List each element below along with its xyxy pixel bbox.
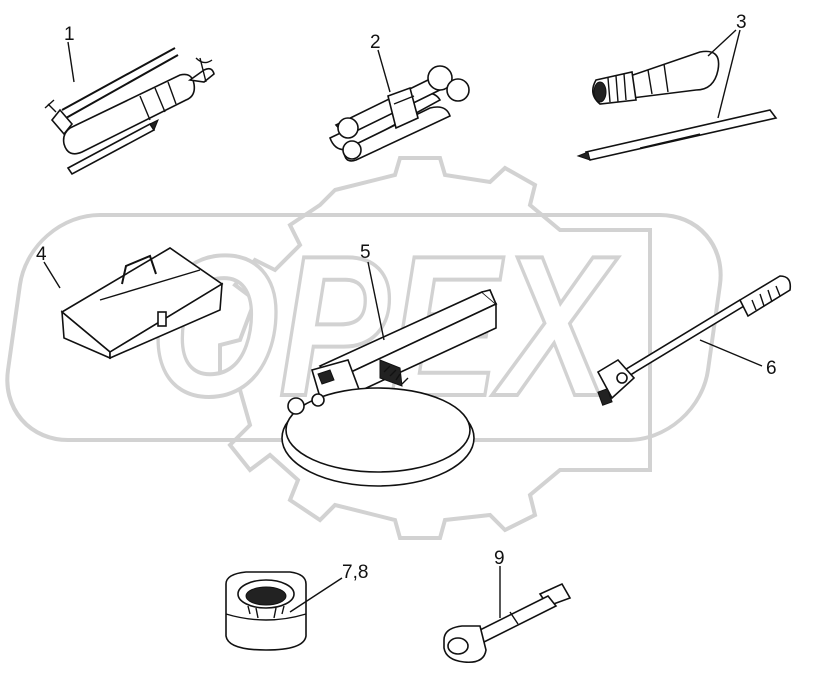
part-3-callout: 3 bbox=[736, 12, 747, 33]
part-78-callout: 7,8 bbox=[342, 562, 368, 583]
part-5-callout: 5 bbox=[360, 242, 371, 263]
part-3-screwdriver[interactable]: 3 bbox=[576, 12, 778, 161]
part-6-gauge-rod[interactable]: 6 bbox=[596, 275, 792, 406]
part-4-callout: 4 bbox=[36, 244, 47, 265]
watermark-gear bbox=[218, 156, 652, 540]
part-3-leader-b bbox=[717, 29, 741, 119]
part-4-toolbox[interactable]: 4 bbox=[36, 244, 224, 360]
part-78-spline-socket[interactable]: 7,8 bbox=[225, 562, 368, 651]
part-2-wrench-set[interactable]: 2 bbox=[328, 32, 470, 162]
part-6-callout: 6 bbox=[766, 358, 777, 379]
part-2-callout: 2 bbox=[370, 32, 381, 53]
part-3-leader-a bbox=[707, 29, 737, 57]
part-6-leader bbox=[699, 339, 763, 367]
part-9-callout: 9 bbox=[494, 548, 505, 569]
part-9-extension-bar[interactable]: 9 bbox=[443, 548, 572, 664]
part-1-callout: 1 bbox=[64, 24, 75, 45]
part-78-leader bbox=[289, 577, 343, 613]
part-1-leader bbox=[67, 41, 75, 83]
part-4-leader bbox=[43, 261, 61, 289]
part-2-leader bbox=[377, 49, 391, 93]
part-1-grease-gun[interactable]: 1 bbox=[44, 24, 215, 176]
part-5-leader bbox=[367, 261, 385, 341]
part-5-filter-strap-wrench[interactable]: 5 bbox=[281, 242, 498, 487]
